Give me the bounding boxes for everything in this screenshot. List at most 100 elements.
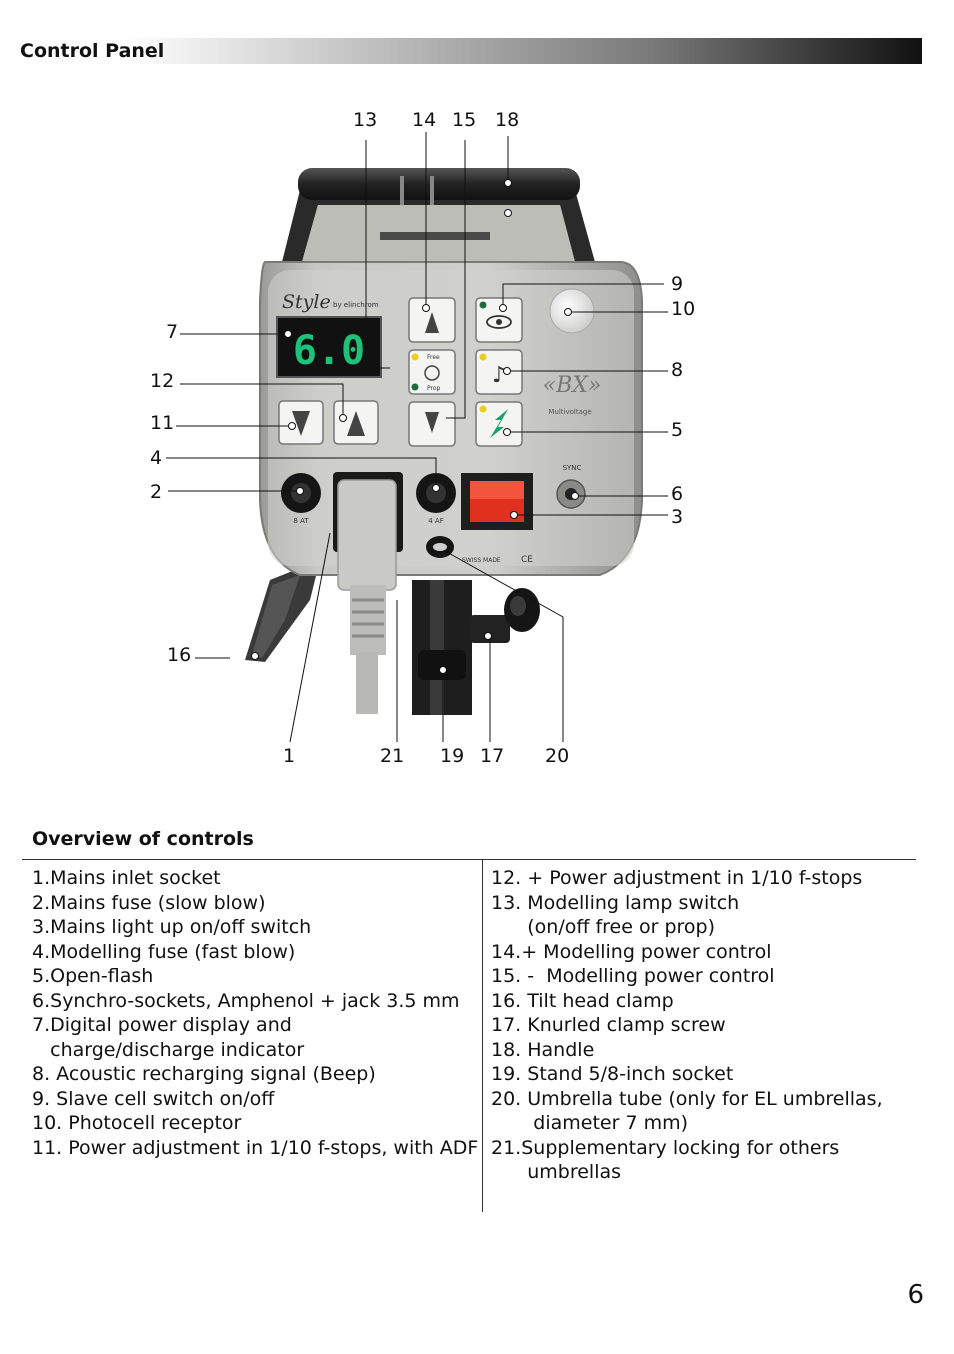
overview-right-column: 12. + Power adjustment in 1/10 f-stops 1… [491,866,916,1185]
callout-18: 18 [495,109,520,131]
umbrella-tube [426,536,454,558]
header-bar [17,38,922,64]
modelling-fuse[interactable]: 4 AF [416,473,456,525]
callout-12: 12 [150,370,175,392]
overview-divider [482,860,483,1212]
callout-2: 2 [150,481,163,503]
knurled-clamp-screw [470,588,540,643]
page-number: 6 [907,1280,924,1310]
lightning-icon [490,409,508,438]
callout-3: 3 [671,506,684,528]
list-item: 2.Mains fuse (slow blow) [32,891,266,914]
lamp-icon [424,365,440,381]
prop-led [411,383,419,391]
list-item: 9. Slave cell switch on/off [32,1087,275,1110]
list-item: 13. Modelling lamp switch [491,891,740,914]
page-title: Control Panel [20,40,165,62]
brand-sublogo: by elinchrom [333,301,379,309]
arrow-up-icon [425,312,439,333]
overview-title: Overview of controls [32,828,254,850]
list-item: 1.Mains inlet socket [32,867,221,889]
arrow-down-icon [425,412,439,433]
list-item: 10. Photocell receptor [32,1112,242,1134]
list-item: charge/discharge indicator [32,1038,305,1061]
mains-power-switch[interactable] [461,473,533,530]
callout-14: 14 [412,109,437,131]
sync-label: SYNC [563,464,582,472]
callout-6: 6 [671,483,684,505]
beep-led [479,353,487,361]
model-badge: «BX» [543,373,602,398]
modelling-up-button[interactable] [408,297,456,343]
list-item: 3.Mains light up on/off switch [32,916,312,938]
list-item: 11. Power adjustment in 1/10 f-stops, wi… [32,1136,479,1159]
list-item: 16. Tilt head clamp [491,989,674,1012]
swiss-made-label: SWISS MADE [462,557,501,564]
list-item: umbrellas [491,1161,622,1183]
mains-fuse-label: 8 AT [293,517,309,525]
list-item: diameter 7 mm) [491,1112,689,1134]
open-flash-button[interactable] [475,401,523,447]
leader-lines [166,132,668,743]
list-item: 12. + Power adjustment in 1/10 f-stops [491,867,863,889]
free-label: Free [427,354,440,361]
flash-unit-illustration: Style by elinchrom 6.0 Free Prop [166,132,668,743]
list-item: 7.Digital power display and [32,1014,292,1036]
prop-label: Prop [427,385,441,392]
slave-led [479,301,487,309]
handle [282,168,595,262]
digital-power-display: 6.0 [276,316,382,378]
power-up-button[interactable] [333,400,379,445]
callout-1: 1 [283,745,296,767]
callout-7: 7 [166,321,179,343]
list-item: 15. - Modelling power control [491,965,775,987]
list-item: 21.Supplementary locking for others [491,1136,840,1159]
overview-rule [22,859,916,860]
callout-9: 9 [671,273,684,295]
leader-dots [251,179,579,674]
modelling-fuse-label: 4 AF [428,517,444,525]
modelling-down-button[interactable] [408,401,456,447]
list-item: 20. Umbrella tube (only for EL umbrellas… [491,1087,883,1110]
overview-left-column: 1.Mains inlet socket 2.Mains fuse (slow … [32,866,479,1160]
sync-socket[interactable] [556,479,586,509]
arrow-down-icon [292,411,310,436]
list-item: 4.Modelling fuse (fast blow) [32,940,296,963]
list-item: 17. Knurled clamp screw [491,1014,726,1036]
brand-logo: Style [282,291,331,313]
callout-19: 19 [440,745,465,767]
list-item: (on/off free or prop) [491,916,716,938]
callout-20: 20 [545,745,570,767]
callout-16: 16 [167,644,192,666]
music-note-icon: ♪ [492,363,506,388]
control-panel-figure: Style by elinchrom 6.0 Free Prop [0,90,954,790]
photocell-receptor [549,288,595,334]
callout-21: 21 [380,745,405,767]
callout-13: 13 [353,109,378,131]
list-item: 8. Acoustic recharging signal (Beep) [32,1063,376,1085]
beep-button[interactable]: ♪ [475,349,523,395]
list-item: 5.Open-flash [32,965,154,987]
callout-17: 17 [480,745,505,767]
power-down-button[interactable] [278,400,324,445]
list-item: 18. Handle [491,1038,595,1061]
display-readout: 6.0 [293,328,365,374]
mains-inlet-socket[interactable] [333,472,403,714]
ready-led [479,405,487,413]
list-item: 19. Stand 5/8-inch socket [491,1063,734,1085]
eye-icon [486,315,512,329]
free-led [411,353,419,361]
list-item: 14.+ Modelling power control [491,940,772,963]
arrow-up-icon [347,411,365,436]
callout-11: 11 [150,412,175,434]
model-sub-label: Multivoltage [548,408,591,416]
callout-5: 5 [671,419,684,441]
list-item: 6.Synchro-sockets, Amphenol + jack 3.5 m… [32,989,460,1012]
callout-4: 4 [150,447,163,469]
callout-8: 8 [671,359,684,381]
callout-15: 15 [452,109,477,131]
tilt-head-clamp [245,560,320,662]
slave-cell-button[interactable] [475,297,523,343]
modelling-lamp-switch[interactable]: Free Prop [408,349,456,395]
ce-mark: CE [521,555,533,565]
